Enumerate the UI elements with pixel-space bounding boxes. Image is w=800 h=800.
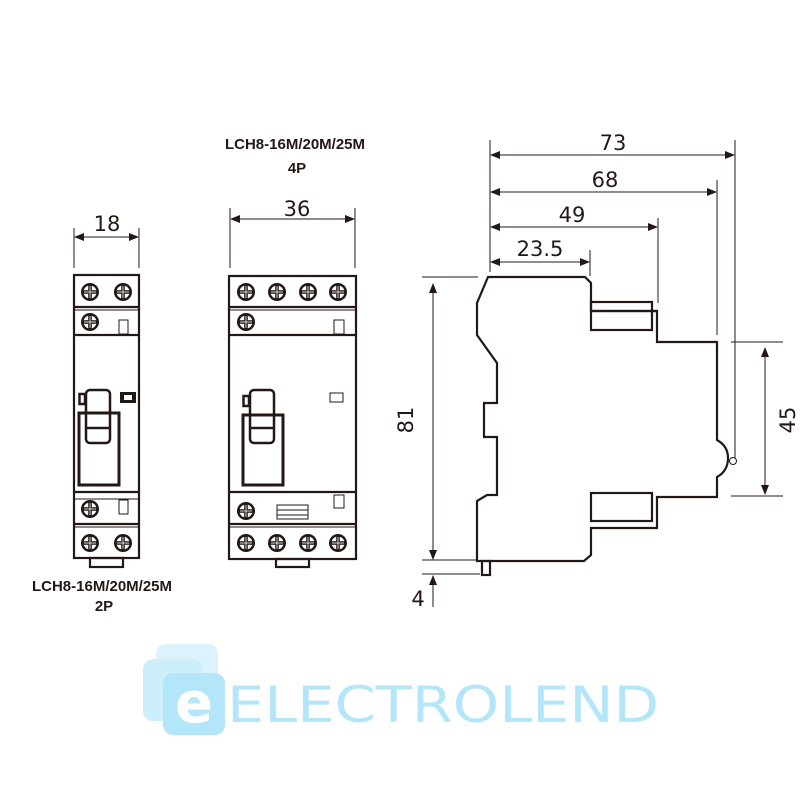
two-pole-front-view: 18 LCH8-16M/20M/25M 2P	[32, 212, 172, 615]
dim-23-5: 23.5	[517, 237, 564, 261]
handle-slot	[77, 411, 121, 487]
terminal-screw-icon	[80, 499, 100, 519]
poles-4p: 4P	[288, 160, 306, 177]
dim-4: 4	[411, 587, 424, 611]
side-view: 73 68 49 23.5 81 4 45	[394, 131, 800, 611]
svg-text:e: e	[175, 671, 213, 736]
terminal-screw-icon	[80, 533, 100, 553]
dim-49: 49	[559, 203, 586, 227]
poles-2p: 2P	[95, 598, 113, 615]
electrolend-logo: e ELECTROLEND	[143, 644, 659, 736]
handle-lever	[84, 388, 112, 445]
width-dimension-2p: 18	[94, 212, 121, 236]
dim-68: 68	[592, 168, 619, 192]
terminal-screw-icon	[80, 282, 100, 302]
terminal-screw-icon	[80, 312, 100, 332]
logo-text: ELECTROLEND	[227, 676, 659, 734]
model-name-2p: LCH8-16M/20M/25M	[32, 578, 172, 595]
terminal-screw-icon	[113, 282, 133, 302]
four-pole-front-view: LCH8-16M/20M/25M 4P 36	[225, 136, 365, 569]
dim-81: 81	[394, 407, 418, 434]
dim-45: 45	[776, 407, 800, 434]
terminal-screw-icon	[113, 533, 133, 553]
model-name-4p: LCH8-16M/20M/25M	[225, 136, 365, 153]
width-dimension-4p: 36	[284, 197, 311, 221]
dim-73: 73	[600, 131, 627, 155]
